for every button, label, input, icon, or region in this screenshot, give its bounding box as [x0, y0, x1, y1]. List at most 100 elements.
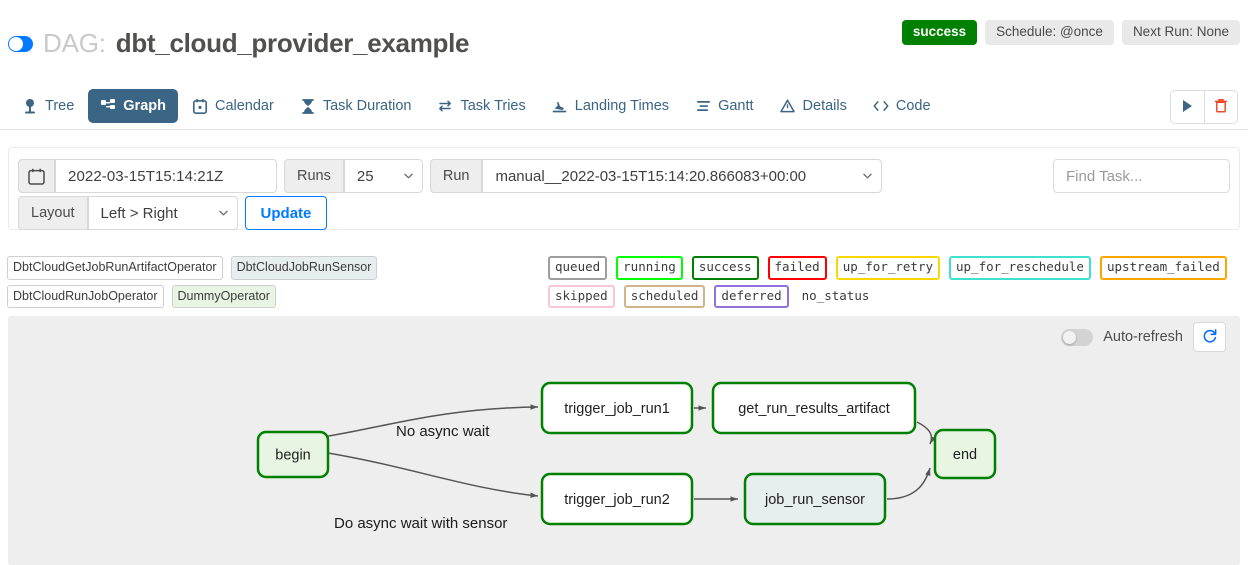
graph-node-begin[interactable]: begin — [256, 430, 330, 479]
legend-state-up-for-reschedule[interactable]: up_for_reschedule — [949, 256, 1091, 280]
legend-area: DbtCloudGetJobRunArtifactOperator DbtClo… — [0, 256, 1248, 308]
node-label: end — [953, 447, 977, 463]
edge-begin-to-trigger1 — [321, 404, 539, 438]
node-label: job_run_sensor — [764, 492, 865, 508]
filter-row-primary: 2022-03-15T15:14:21Z Runs 25 Run manual_… — [18, 159, 883, 193]
tab-label: Code — [895, 98, 931, 114]
tab-gantt[interactable]: Gantt — [683, 89, 765, 123]
node-label: get_run_results_artifact — [738, 401, 890, 417]
legend-state-upstream-failed[interactable]: upstream_failed — [1099, 256, 1227, 280]
dag-graph-canvas[interactable]: No async wait Do async wait with sensor … — [8, 316, 1240, 565]
legend-state-no-status[interactable]: no_status — [801, 287, 870, 303]
find-task-input[interactable] — [1053, 159, 1230, 193]
gantt-icon — [695, 98, 711, 114]
layout-label: Layout — [18, 196, 88, 230]
tab-label: Task Tries — [460, 98, 526, 114]
tab-task-duration[interactable]: Task Duration — [288, 89, 424, 123]
dag-title-area: DAG: dbt_cloud_provider_example — [8, 28, 469, 59]
status-badge: success — [901, 20, 978, 45]
edge-label-no-async-wait: No async wait — [396, 423, 490, 440]
legend-operator[interactable]: DbtCloudGetJobRunArtifactOperator — [7, 256, 223, 280]
graph-toolbar: Auto-refresh — [1061, 322, 1226, 352]
layout-group: Layout Left > Right — [18, 196, 238, 230]
run-value: manual__2022-03-15T15:14:20.866083+00:00 — [495, 167, 807, 185]
next-run-badge: Next Run: None — [1121, 20, 1240, 45]
dag-pause-toggle[interactable] — [8, 35, 33, 52]
dag-graph-panel: Auto-refresh — [8, 316, 1240, 565]
graph-edges — [321, 404, 936, 502]
legend-state-queued[interactable]: queued — [548, 256, 608, 280]
trash-icon — [1214, 98, 1228, 116]
refresh-button[interactable] — [1193, 322, 1226, 352]
num-runs-select[interactable]: 25 — [343, 159, 423, 193]
num-runs-value: 25 — [356, 167, 374, 185]
refresh-icon — [1202, 328, 1218, 347]
header-badges: success Schedule: @once Next Run: None — [901, 20, 1240, 45]
legend-state-deferred[interactable]: deferred — [714, 284, 789, 308]
graph-node-end[interactable]: end — [933, 428, 997, 480]
legend-state-failed[interactable]: failed — [767, 256, 827, 280]
legend-state-success[interactable]: success — [691, 256, 759, 280]
tab-label: Gantt — [718, 98, 754, 114]
code-icon — [873, 98, 889, 114]
graph-icon — [100, 98, 116, 114]
dag-action-buttons — [1170, 90, 1238, 124]
hourglass-icon — [300, 98, 316, 114]
tree-icon — [22, 98, 38, 114]
base-date-input[interactable]: 2022-03-15T15:14:21Z — [55, 159, 277, 193]
tab-task-tries[interactable]: Task Tries — [425, 89, 537, 123]
trigger-dag-button[interactable] — [1171, 91, 1204, 123]
tab-landing-times[interactable]: Landing Times — [540, 89, 681, 123]
tab-details[interactable]: Details — [768, 89, 859, 123]
tab-graph[interactable]: Graph — [88, 89, 178, 123]
edge-begin-to-trigger2 — [321, 451, 539, 498]
graph-node-trigger-job-run2[interactable]: trigger_job_run2 — [540, 472, 694, 526]
tab-code[interactable]: Code — [861, 89, 943, 123]
filter-bar: 2022-03-15T15:14:21Z Runs 25 Run manual_… — [8, 147, 1240, 230]
dag-tabs: Tree Graph Calendar Task Duration — [10, 84, 943, 128]
edge-label-do-async-wait: Do async wait with sensor — [334, 515, 507, 532]
dag-name: dbt_cloud_provider_example — [115, 28, 470, 58]
legend-operator[interactable]: DbtCloudJobRunSensor — [230, 256, 378, 280]
retry-icon — [437, 98, 453, 114]
tab-label: Landing Times — [574, 98, 670, 114]
delete-dag-button[interactable] — [1204, 91, 1237, 123]
run-label: Run — [429, 159, 483, 193]
legend-state-scheduled[interactable]: scheduled — [623, 284, 706, 308]
num-runs-group: Runs 25 — [284, 159, 423, 193]
calendar-icon[interactable] — [18, 159, 55, 193]
auto-refresh-toggle[interactable] — [1061, 328, 1094, 346]
edge-sensor-to-end — [886, 467, 931, 500]
tab-label: Tree — [45, 98, 75, 114]
layout-select[interactable]: Left > Right — [87, 196, 238, 230]
tab-label: Task Duration — [322, 98, 412, 114]
update-button[interactable]: Update — [244, 196, 328, 230]
legend-state-skipped[interactable]: skipped — [548, 284, 615, 308]
play-icon — [1181, 99, 1194, 116]
schedule-badge: Schedule: @once — [985, 20, 1114, 45]
runs-label: Runs — [284, 159, 344, 193]
run-group: Run manual__2022-03-15T15:14:20.866083+0… — [429, 159, 883, 193]
graph-node-trigger-job-run1[interactable]: trigger_job_run1 — [540, 381, 694, 435]
auto-refresh-label: Auto-refresh — [1103, 329, 1183, 345]
graph-node-job-run-sensor[interactable]: job_run_sensor — [743, 472, 887, 526]
node-label: trigger_job_run1 — [564, 401, 670, 417]
run-select[interactable]: manual__2022-03-15T15:14:20.866083+00:00 — [482, 159, 883, 193]
tab-label: Calendar — [214, 98, 274, 114]
chevron-down-icon — [404, 173, 413, 178]
filter-row-secondary: Layout Left > Right Update — [18, 196, 328, 230]
legend-state-up-for-retry[interactable]: up_for_retry — [835, 256, 940, 280]
legend-state-running[interactable]: running — [616, 256, 683, 280]
dag-label: DAG: — [43, 28, 106, 58]
base-date-group: 2022-03-15T15:14:21Z — [18, 159, 277, 193]
chevron-down-icon — [863, 173, 873, 178]
tab-tree[interactable]: Tree — [10, 89, 86, 123]
graph-node-get-run-results-artifact[interactable]: get_run_results_artifact — [711, 381, 917, 435]
tab-calendar[interactable]: Calendar — [180, 89, 286, 123]
legend-operator[interactable]: DbtCloudRunJobOperator — [7, 284, 164, 308]
legend-operator[interactable]: DummyOperator — [171, 284, 276, 308]
state-legend: queued running success failed up_for_ret… — [548, 256, 1242, 308]
tab-label: Details — [802, 98, 847, 114]
layout-value: Left > Right — [100, 204, 178, 222]
